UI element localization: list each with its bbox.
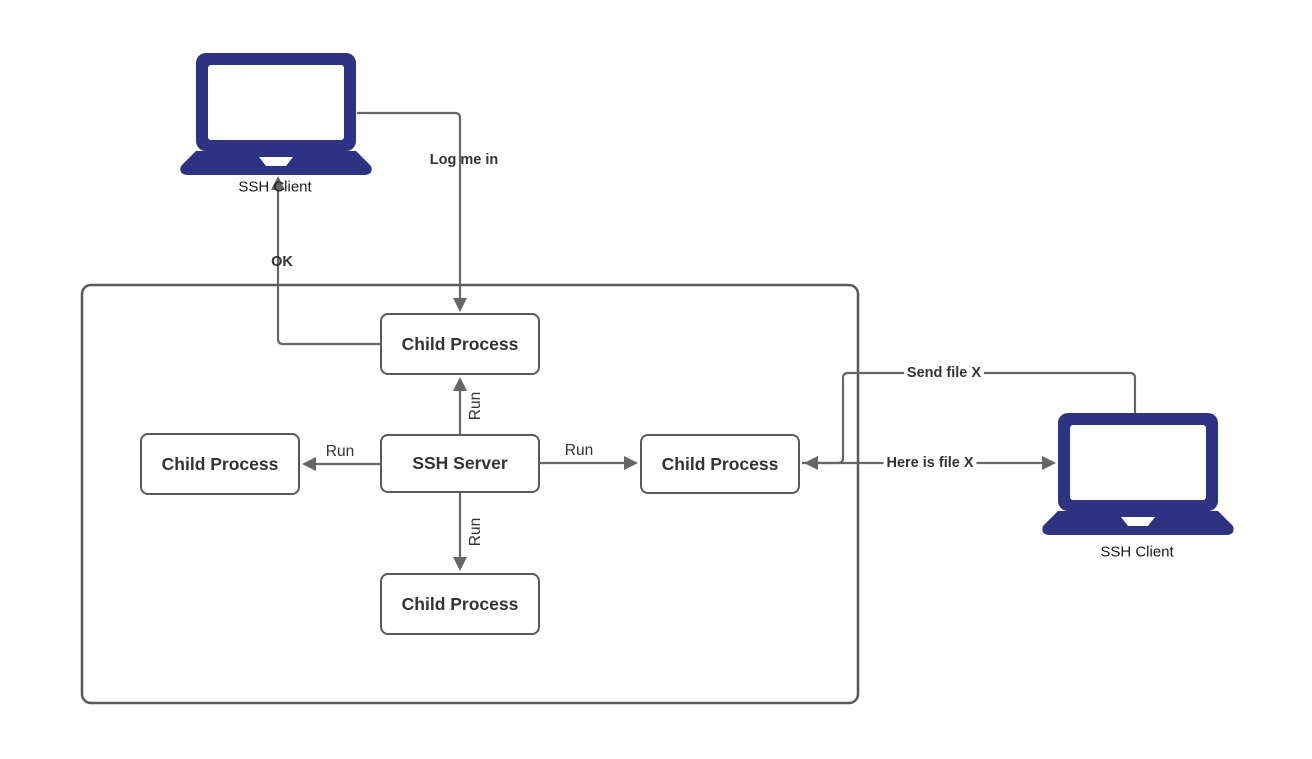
edge-log-me-in [357,111,462,300]
edge-label-run-down: Run [467,517,484,547]
arrowhead-run-left [302,457,316,471]
laptop-icon-left [180,53,372,175]
edge-label-run-up: Run [467,391,484,421]
node-child-process-bottom: Child Process [380,573,540,635]
node-child-process-top: Child Process [380,313,540,375]
edge-label-send-file-x: Send file X [903,365,985,381]
arrowhead-here-is-file-x [1042,456,1056,470]
laptop-icon-right [1042,413,1234,535]
edge-label-run-right: Run [564,442,594,459]
edge-label-here-is-file-x: Here is file X [883,455,977,471]
edge-label-run-left: Run [325,443,355,460]
arrowhead-run-right [624,456,638,470]
arrowhead-run-down [453,557,467,571]
ssh-client-right-caption: SSH Client [1100,543,1174,561]
arrowhead-ok [271,176,285,190]
node-child-process-right: Child Process [640,434,800,494]
server-boundary-box [80,283,860,705]
arrowhead-log-me-in [453,298,467,312]
ssh-client-left-caption: SSH Client [238,178,312,196]
edge-ok [276,188,380,346]
edge-label-ok: OK [271,254,293,270]
arrowhead-run-up [453,377,467,391]
node-child-process-left: Child Process [140,433,300,495]
edge-label-log-me-in: Log me in [429,152,499,168]
node-ssh-server: SSH Server [380,434,540,493]
